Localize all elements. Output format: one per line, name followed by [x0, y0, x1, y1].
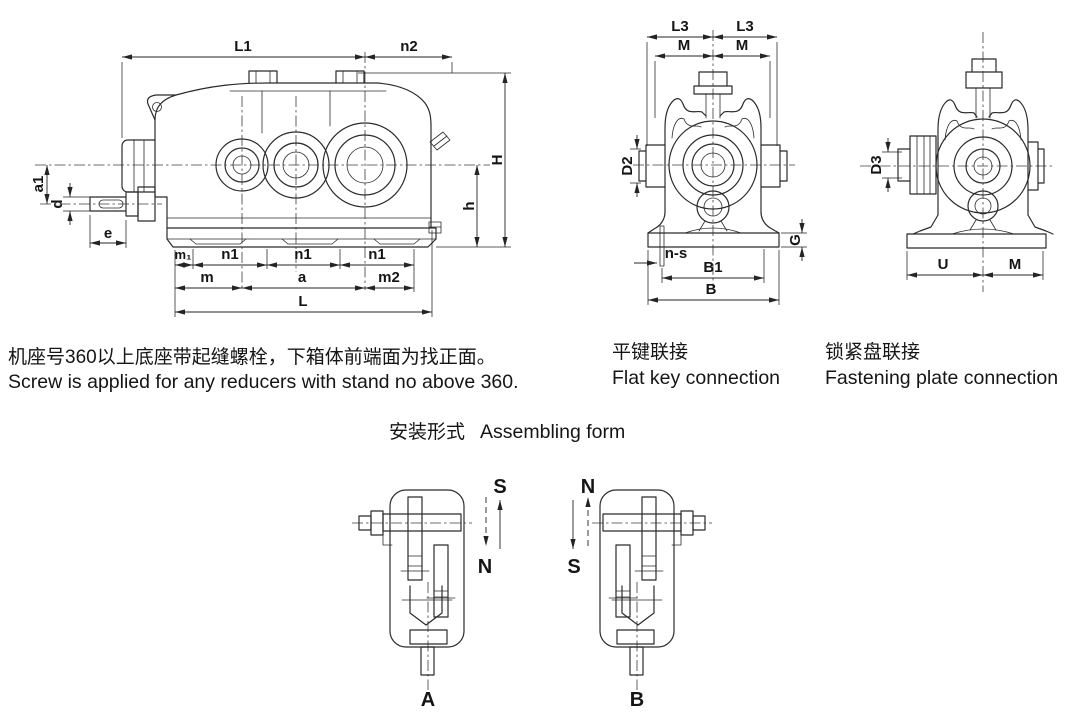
foundation-bolt-hole: [659, 225, 665, 267]
form-a-top-label: S: [493, 476, 506, 498]
fastening-centerlines: [860, 32, 1055, 292]
dim-label-h: h: [461, 201, 478, 210]
form-b-label: B: [630, 689, 644, 711]
form-b-output-shaft: [629, 646, 644, 676]
dim-label-L: L: [298, 293, 307, 310]
note-line-zh: 机座号360以上底座带起缝螺栓，下箱体前端面为找正面。: [8, 346, 496, 368]
dim-label-d: d: [49, 199, 66, 208]
dim-label-D3: D3: [868, 155, 885, 174]
keyway-slot: [98, 199, 124, 209]
assembling-form-a: A S N: [352, 476, 507, 711]
side-view-centerlines: [35, 52, 490, 290]
shrink-disk-shaft: [897, 135, 937, 195]
form-a-rotation-arrows: S N: [478, 476, 507, 578]
dim-label-e: e: [104, 225, 112, 242]
assembling-heading-en: Assembling form: [480, 421, 625, 443]
input-shaft: [89, 186, 156, 222]
dim-label-n1-a: n1: [221, 246, 239, 263]
form-b-top-label: N: [581, 476, 595, 498]
dim-label-m: m: [200, 269, 213, 286]
fastening-caption-en: Fastening plate connection: [825, 367, 1058, 389]
dim-label-L3-right: L3: [736, 18, 754, 35]
fastening-caption-zh: 锁紧盘联接: [825, 341, 920, 363]
dim-label-U: U: [938, 256, 949, 273]
gearbox-base: [166, 227, 437, 248]
flat-key-view: L3 L3 M M D2 G n-s B1 B: [619, 18, 807, 305]
gear-shaft-bores: [215, 122, 408, 208]
dim-label-M-right: M: [736, 37, 749, 54]
dim-label-H: H: [489, 155, 506, 166]
side-view-dimensions: L1 n2 H h a1 d e m₁ n1 n1 n1 m a: [30, 38, 511, 317]
flat-key-caption-zh: 平键联接: [612, 341, 688, 363]
dim-label-a1: a1: [30, 176, 47, 193]
gearbox-housing-side: [121, 70, 451, 234]
form-a-output-shaft: [420, 646, 435, 676]
assembling-heading-zh: 安装形式: [389, 421, 465, 443]
fastening-view: D3 U M: [860, 32, 1055, 292]
note-line-en: Screw is applied for any reducers with s…: [8, 371, 519, 393]
assembling-form-b: B N S: [567, 476, 712, 711]
side-view: L1 n2 H h a1 d e m₁ n1 n1 n1 m a: [30, 38, 511, 317]
dim-label-m1: m₁: [175, 247, 192, 262]
flat-key-centerlines: [633, 30, 795, 288]
flat-key-caption-en: Flat key connection: [612, 367, 780, 389]
dim-label-L1: L1: [234, 38, 252, 55]
dim-label-B1: B1: [703, 259, 722, 276]
dim-label-D2: D2: [619, 156, 636, 175]
dim-label-n-s: n-s: [665, 245, 688, 262]
form-b-rotation-arrows: N S: [567, 476, 595, 578]
dim-label-m2: m2: [378, 269, 400, 286]
fastening-housing: [897, 58, 1054, 249]
captions: 机座号360以上底座带起缝螺栓，下箱体前端面为找正面。 Screw is app…: [8, 341, 1058, 443]
fastening-dimensions: D3 U M: [868, 138, 1044, 280]
dim-label-M-left: M: [678, 37, 691, 54]
form-b-bottom-label: S: [567, 556, 580, 578]
dim-label-L3-left: L3: [671, 18, 689, 35]
dim-label-G: G: [787, 234, 804, 246]
dim-label-n1-b: n1: [294, 246, 312, 263]
form-a-label: A: [421, 689, 435, 711]
dim-label-M2: M: [1009, 256, 1022, 273]
dim-label-B: B: [706, 281, 717, 298]
flat-key-dimensions: L3 L3 M M D2 G n-s B1 B: [619, 18, 807, 305]
dim-label-n1-c: n1: [368, 246, 386, 263]
form-a-bottom-label: N: [478, 556, 492, 578]
dim-label-n2: n2: [400, 38, 418, 55]
dim-label-a: a: [298, 269, 307, 286]
flat-key-housing: [638, 71, 788, 267]
